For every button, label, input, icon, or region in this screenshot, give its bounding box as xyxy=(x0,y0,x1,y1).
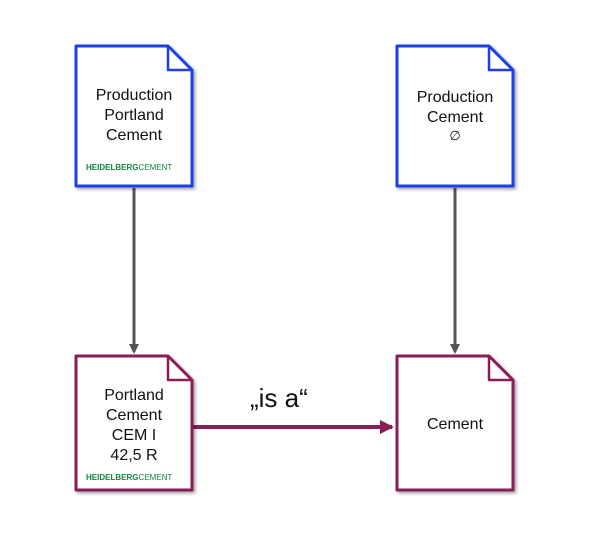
logo-bold-text: HEIDELBERG xyxy=(86,473,139,482)
empty-set-symbol: ∅ xyxy=(449,128,461,143)
cement-label: Cement xyxy=(397,415,513,435)
node-cement[interactable] xyxy=(395,354,515,492)
logo-regular-text: CEMENT xyxy=(138,163,173,172)
label-line: Cement xyxy=(105,407,163,424)
label-line: Portland xyxy=(104,107,164,124)
node-production-portland-cement[interactable] xyxy=(74,44,194,188)
production-portland-cement-label: Production Portland Cement xyxy=(76,86,192,146)
label-line: Production xyxy=(95,87,173,104)
label-line: Portland xyxy=(104,387,164,404)
label-line: Production xyxy=(416,89,494,106)
label-line: Cement xyxy=(426,416,484,433)
node-production-cement[interactable] xyxy=(395,44,515,188)
production-cement-label: Production Cement ∅ xyxy=(397,88,513,144)
heidelbergcement-logo: HEIDELBERGCEMENT xyxy=(86,163,172,173)
portland-cement-label: Portland Cement CEM I 42,5 R xyxy=(76,386,192,466)
label-line: Cement xyxy=(426,109,484,126)
is-a-edge-label: „is a“ xyxy=(250,383,308,413)
label-line: CEM I xyxy=(111,427,157,444)
heidelbergcement-logo: HEIDELBERGCEMENT xyxy=(86,473,172,483)
node-portland-cement[interactable] xyxy=(74,354,194,492)
label-line: Cement xyxy=(105,127,163,144)
logo-bold-text: HEIDELBERG xyxy=(86,163,139,172)
logo-regular-text: CEMENT xyxy=(138,473,173,482)
label-line: 42,5 R xyxy=(110,447,158,464)
